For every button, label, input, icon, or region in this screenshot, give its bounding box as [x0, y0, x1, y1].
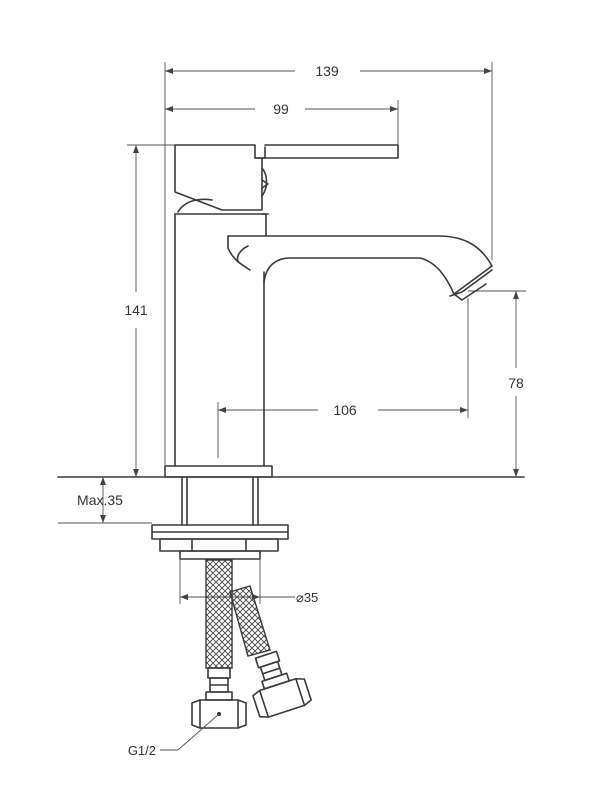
thread-label: G1/2 — [128, 743, 156, 758]
dimension-139: 139 — [164, 62, 493, 470]
dimension-141: 141 — [124, 144, 175, 477]
dim-label-max35: Max.35 — [77, 492, 123, 508]
dimension-78: 78 — [468, 290, 526, 477]
mounting-hardware — [151, 476, 289, 560]
dim-label-106: 106 — [333, 402, 357, 418]
dim-label-139: 139 — [315, 63, 339, 79]
flexible-hoses — [191, 559, 312, 729]
dim-label-99: 99 — [273, 101, 289, 117]
dimension-max35: Max.35 — [58, 477, 152, 524]
dimension-99: 99 — [165, 100, 399, 148]
thread-callout: G1/2 — [128, 713, 220, 758]
dim-label-78: 78 — [508, 375, 524, 391]
dimension-106: 106 — [217, 298, 469, 458]
dim-label-diameter-35: ⌀35 — [296, 590, 318, 605]
dim-label-141: 141 — [124, 302, 148, 318]
faucet-body — [164, 144, 493, 478]
